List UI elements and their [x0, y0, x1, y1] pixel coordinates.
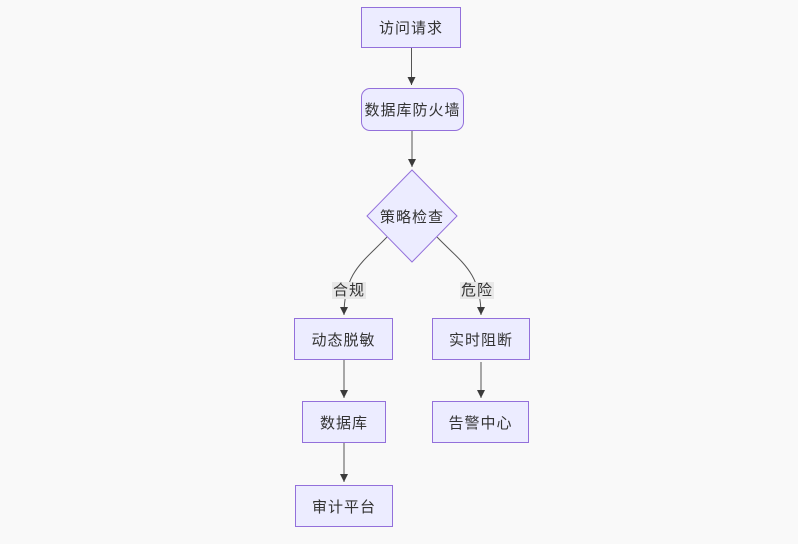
node-database: 数据库: [302, 401, 386, 443]
edge-label-compliant: 合规: [332, 282, 367, 299]
node-alert-center: 告警中心: [432, 401, 529, 443]
node-realtime-block: 实时阻断: [432, 318, 530, 360]
edge-label-dangerous: 危险: [460, 282, 495, 299]
node-policy-check-label: 策略检查: [379, 208, 444, 226]
node-access-request: 访问请求: [361, 7, 461, 48]
edge-policy-to-block: [436, 236, 485, 316]
edge-policy-to-masking: [340, 236, 388, 316]
node-audit-platform: 审计平台: [295, 485, 393, 527]
node-policy-check-shape: [366, 169, 458, 263]
node-dynamic-masking: 动态脱敏: [294, 318, 393, 360]
node-db-firewall: 数据库防火墙: [361, 88, 464, 131]
